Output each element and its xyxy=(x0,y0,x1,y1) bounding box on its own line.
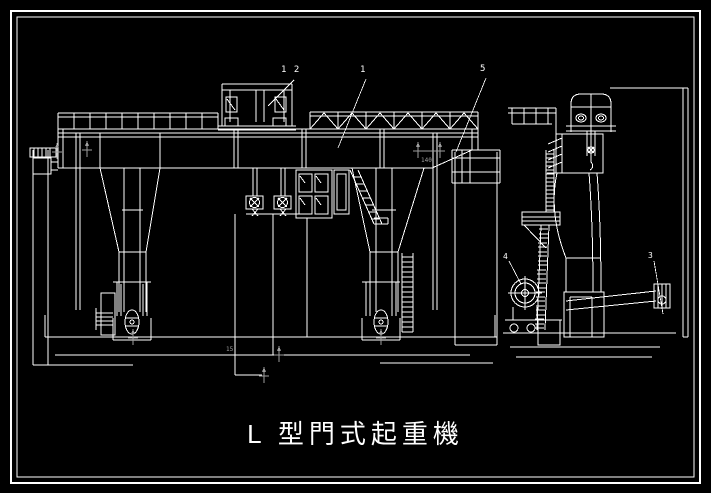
main-girder xyxy=(57,112,479,169)
border-frame xyxy=(10,10,701,484)
callout-label-1: 1 xyxy=(360,65,367,75)
callout-label-3: 3 xyxy=(648,251,654,260)
callout-label-4: 4 xyxy=(503,252,509,261)
right-end-frame xyxy=(451,149,501,346)
ground-rail-lines xyxy=(33,214,497,376)
side-clearance-frame xyxy=(610,87,689,338)
right-leg xyxy=(351,133,438,312)
leg-ladder xyxy=(401,253,414,333)
side-hook xyxy=(586,131,596,171)
walkway-left xyxy=(58,112,219,129)
leader-lines xyxy=(267,77,664,315)
dimension-marks xyxy=(51,140,446,384)
front-view xyxy=(29,83,501,376)
side-girder-section xyxy=(508,107,604,174)
callout-label-5: 5 xyxy=(480,64,487,74)
side-trolley xyxy=(566,93,616,132)
callout-label-1-2: 1 2 xyxy=(281,65,301,75)
side-leg xyxy=(553,172,605,338)
access-stairs xyxy=(349,169,389,225)
side-view xyxy=(503,87,689,358)
trolley xyxy=(218,83,296,131)
operator-cab xyxy=(295,169,350,219)
dim-label-15: 15 xyxy=(226,346,234,353)
left-leg xyxy=(75,133,161,312)
left-end-frame xyxy=(29,147,58,365)
cable-drum xyxy=(505,276,562,333)
side-ladders xyxy=(521,150,561,346)
truss-walkway xyxy=(309,111,479,130)
dim-label-140: 140 xyxy=(421,157,432,164)
drawing-title: L 型門式起重機 xyxy=(247,419,464,449)
